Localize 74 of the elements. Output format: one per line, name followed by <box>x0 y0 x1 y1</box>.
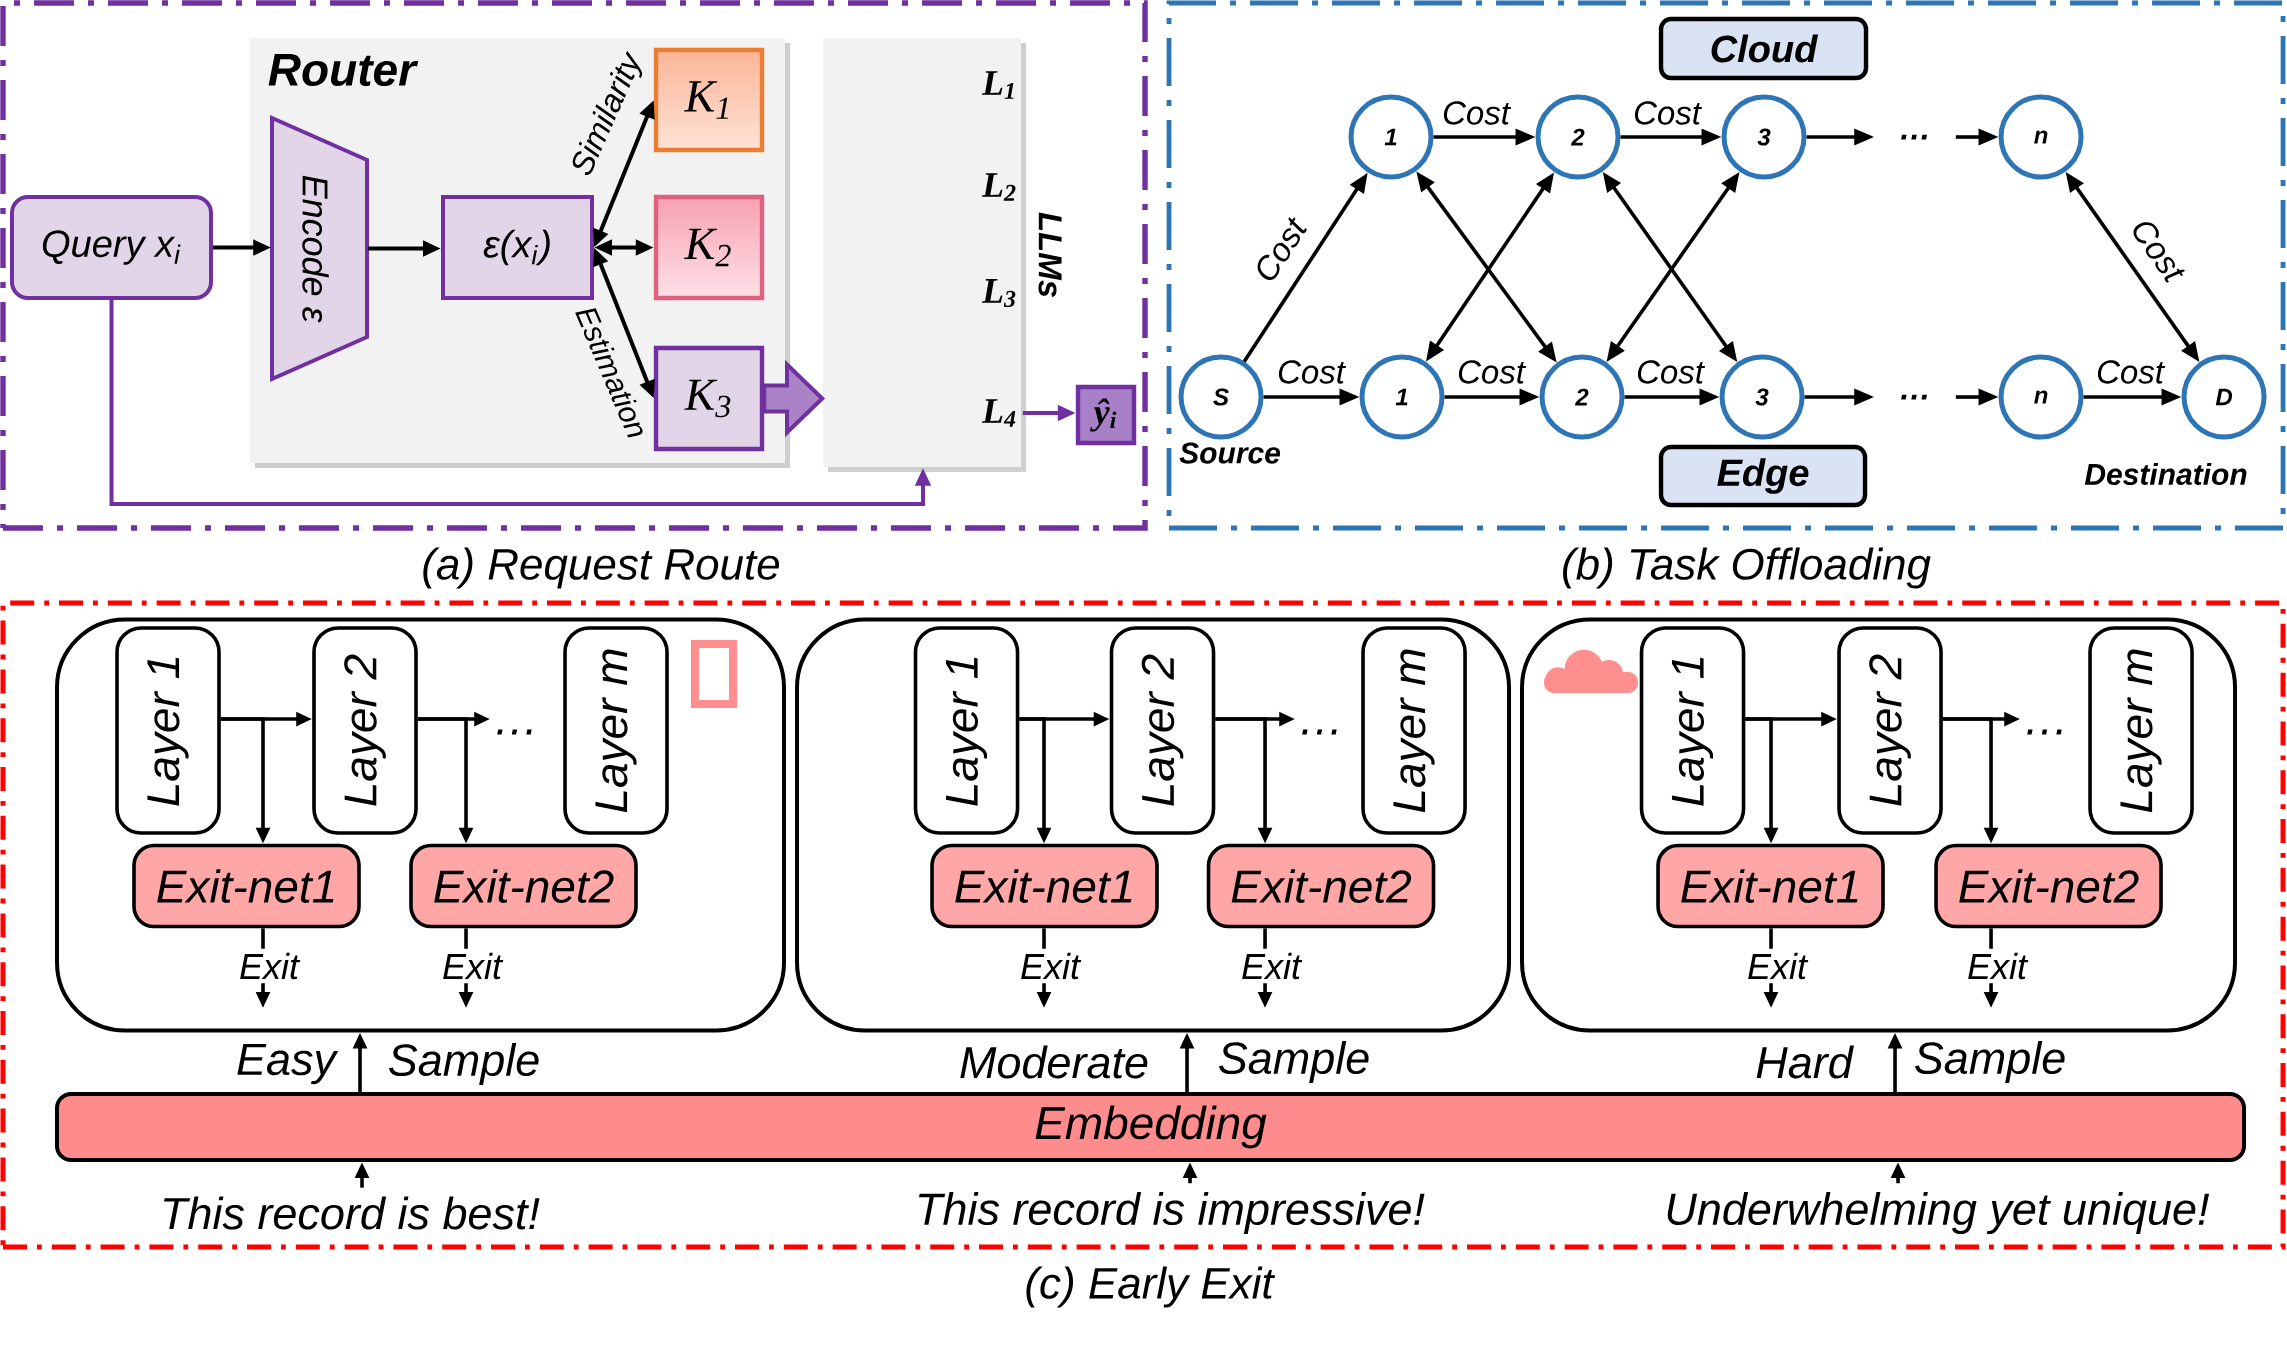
sample-label: Hard <box>1756 1045 1854 1079</box>
model-label: L$_{4}$ <box>981 399 1016 427</box>
device-panel <box>795 617 1511 1033</box>
graph-node: 1 <box>1348 94 1434 180</box>
graph-node: 2 <box>1539 354 1625 440</box>
edge-label: Cost <box>1629 97 1705 129</box>
edge-label: Cost <box>1273 356 1349 388</box>
exit-net-box: Exit-net2 <box>1934 843 2163 929</box>
edge-label: Cost <box>2092 356 2168 388</box>
block-arrow <box>762 359 826 438</box>
node-caption: Source <box>1179 442 1281 464</box>
graph-node: 3 <box>1719 354 1805 440</box>
graph-node: 3 <box>1721 94 1807 180</box>
ellipsis: … <box>497 729 532 735</box>
exit-net-box: Exit-net1 <box>132 843 361 929</box>
query-box: Query x$_{i}$ <box>10 195 213 300</box>
sample-label: Easy <box>237 1043 339 1085</box>
layer-box: Layer 1 <box>115 626 221 835</box>
exit-net-box: Exit-net2 <box>1206 843 1436 929</box>
model-label: L$_{1}$ <box>981 71 1014 99</box>
ellipsis: … <box>1302 729 1337 735</box>
exit-net-box: Exit-net2 <box>409 843 638 929</box>
edge-label: Cost <box>1632 356 1708 388</box>
cluster-box: K$_{3}$ <box>653 345 765 452</box>
embedding-bar: Embedding <box>55 1092 2247 1163</box>
cluster-box: K$_{2}$ <box>653 194 765 301</box>
node-caption: Destination <box>2084 463 2247 486</box>
layer-box: Layer 2 <box>312 626 418 835</box>
layer-box: Layer m <box>563 626 669 835</box>
edge-label: Exit <box>1237 948 1305 984</box>
edge-label: Exit <box>1743 948 1812 984</box>
edge-label: Exit <box>235 948 303 984</box>
input-sentence: This record is impressive! <box>919 1192 1425 1234</box>
sample-label: Sample <box>389 1043 539 1085</box>
cluster-box: K$_{1}$ <box>653 47 765 153</box>
device-panel <box>1520 617 2238 1033</box>
layer-box: Layer 2 <box>1109 626 1216 835</box>
ellipsis: … <box>2027 729 2062 735</box>
device-panel <box>55 617 786 1033</box>
input-sentence: Underwhelming yet unique! <box>1667 1192 2210 1234</box>
panel-label: (b) Task Offloading <box>1563 547 1931 589</box>
exit-net-box: Exit-net1 <box>930 843 1159 929</box>
edge-label: Exit <box>438 948 506 984</box>
panel-label: (a) Request Route <box>423 547 780 589</box>
graph-node: 1 <box>1359 354 1445 440</box>
layer-box: Layer 1 <box>1639 626 1746 835</box>
graph-node: n <box>1998 94 2084 180</box>
graph-node: 2 <box>1535 94 1621 180</box>
tier-box: Edge <box>1658 444 1868 508</box>
graph-node: S <box>1178 354 1264 440</box>
panel-label: (c) Early Exit <box>1026 1266 1276 1308</box>
output-box: ŷ$_{i}$ <box>1075 384 1137 446</box>
vector-box: ε(x$_{i}$) <box>441 195 594 300</box>
layer-box: Layer m <box>2088 626 2194 835</box>
model-label: L$_{2}$ <box>981 173 1016 201</box>
graph-node: n <box>1998 354 2084 440</box>
sample-label: Sample <box>1915 1041 2065 1083</box>
exit-net-box: Exit-net1 <box>1656 843 1885 929</box>
model-label: L$_{3}$ <box>981 279 1016 307</box>
edge-label: Cost <box>1438 97 1514 129</box>
ellipsis: … <box>1901 394 1927 400</box>
input-sentence: This record is best! <box>163 1196 540 1230</box>
edge-label: Exit <box>1016 948 1085 984</box>
ellipsis: … <box>1901 134 1927 140</box>
layer-box: Layer m <box>1361 626 1467 835</box>
node-label: LLMs <box>1038 212 1062 297</box>
tier-box: Cloud <box>1658 16 1869 81</box>
sample-label: Sample <box>1219 1041 1369 1083</box>
layer-box: Layer 2 <box>1837 626 1943 835</box>
layer-box: Layer 1 <box>913 626 1020 835</box>
graph-node: D <box>2181 354 2267 440</box>
sample-label: Moderate <box>960 1045 1148 1079</box>
edge-label: Exit <box>1963 948 2032 984</box>
edge-label: Cost <box>1453 356 1529 388</box>
